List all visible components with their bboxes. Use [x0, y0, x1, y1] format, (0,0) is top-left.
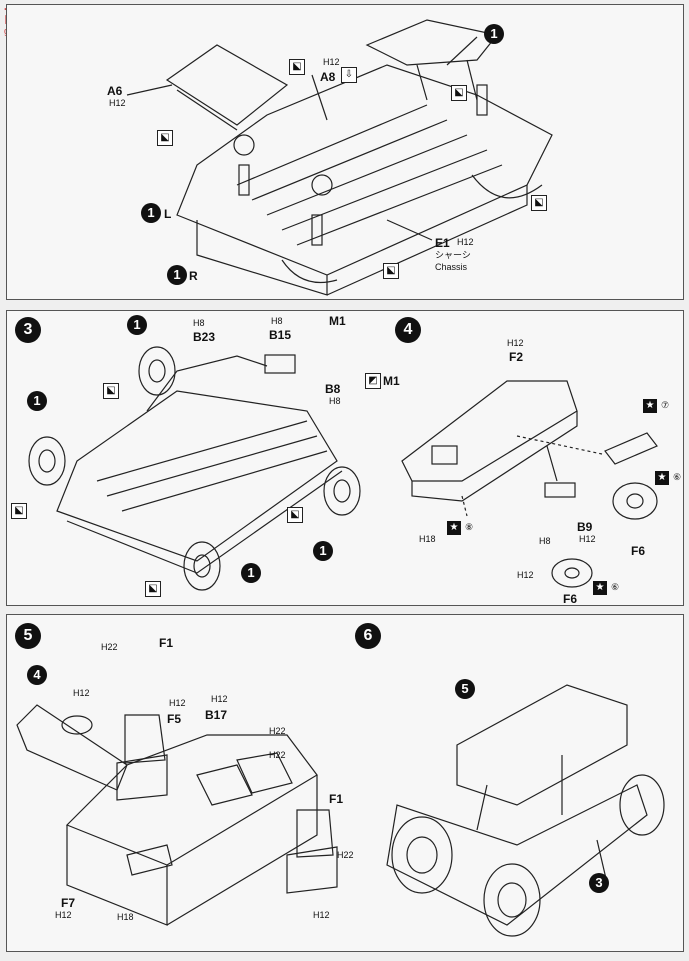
paint-code-h12: H12	[507, 338, 524, 348]
glue-icon: ⬕	[287, 507, 303, 523]
ref-marker-4: 4	[27, 665, 47, 685]
paint-code-h12: H12	[323, 57, 340, 67]
glue-icon: ⬕	[451, 85, 467, 101]
glue-icon: ⬕	[145, 581, 161, 597]
paint-code-h22: H22	[101, 642, 118, 652]
glue-icon: ⬕	[11, 503, 27, 519]
part-label-b9: B9	[577, 520, 593, 534]
paint-code-h12: H12	[211, 694, 228, 704]
step3-4-drawing	[28, 346, 658, 591]
part-label-f5: F5	[167, 712, 182, 726]
glue-icon: ⬕	[157, 130, 173, 146]
decal-number-8: ⑧	[465, 522, 474, 532]
step-marker-1: 1	[141, 203, 161, 223]
decal-number-7: ⑦	[661, 400, 670, 410]
paint-code-h12: H12	[169, 698, 186, 708]
decal-icon: ★	[593, 581, 607, 595]
paint-code-h12: H12	[313, 910, 330, 920]
wheel-ref-marker: 1	[127, 315, 147, 335]
part-label-f1: F1	[159, 636, 174, 650]
paint-code-h18: H18	[117, 912, 134, 922]
decal-icon: ★	[655, 471, 669, 485]
paint-code-h8: H8	[539, 536, 551, 546]
part-label-f2: F2	[509, 350, 524, 364]
paint-code-h12: H12	[55, 910, 72, 920]
side-left-label: L	[164, 207, 172, 221]
paint-code-h8: H8	[193, 318, 205, 328]
part-label-b8: B8	[325, 382, 341, 396]
ref-marker-5: 5	[455, 679, 475, 699]
paint-code-h22: H22	[337, 850, 354, 860]
step-marker-1: 1	[167, 265, 187, 285]
wheel-ref-marker: 1	[313, 541, 333, 561]
decal-icon: ★	[643, 399, 657, 413]
decal-icon: ★	[447, 521, 461, 535]
part-label-m1: M1	[383, 374, 400, 388]
part-label-b23: B23	[193, 330, 216, 344]
step5-6-panel: 5 4 H22 F1 H12 H12 F5 H12 B17 H22 H22 F1…	[6, 614, 684, 952]
part-label-a8: A8	[320, 70, 336, 84]
paint-code-h12: H12	[73, 688, 90, 698]
paint-code-h12: H12	[579, 534, 596, 544]
paint-code-h18: H18	[419, 534, 436, 544]
wheel-ref-marker: 1	[241, 563, 261, 583]
step-number-3: 3	[15, 317, 41, 343]
wheel-ref-marker: 1	[27, 391, 47, 411]
chassis-drawing	[126, 19, 553, 296]
step-number-4: 4	[395, 317, 421, 343]
decal-number-6: ⑥	[611, 582, 620, 592]
part-label-m1: M1	[329, 314, 346, 328]
step-marker-1: 1	[484, 24, 504, 44]
part-label-b15: B15	[269, 328, 292, 342]
part-label-f1: F1	[329, 792, 344, 806]
part-label-f6: F6	[563, 592, 578, 606]
glue-icon: ⬕	[103, 383, 119, 399]
paint-code-h8: H8	[329, 396, 341, 406]
part-label-e1: E1	[435, 236, 450, 250]
paint-code-h22: H22	[269, 726, 286, 736]
part-label-f7: F7	[61, 896, 76, 910]
paint-code-h12: H12	[109, 98, 126, 108]
step5-6-drawing	[16, 684, 665, 937]
install-direction-icon: ⇩	[341, 67, 357, 83]
paint-code-h12: H12	[457, 237, 474, 247]
chassis-label-jp: シャーシ	[435, 250, 471, 260]
glue-icon: ⬕	[383, 263, 399, 279]
part-label-b17: B17	[205, 708, 228, 722]
step-number-5: 5	[15, 623, 41, 649]
ref-marker-3: 3	[589, 873, 609, 893]
paint-swatch-icon: ◩	[365, 373, 381, 389]
paint-code-h22: H22	[269, 750, 286, 760]
paint-code-h8: H8	[271, 316, 283, 326]
paint-code-h12: H12	[517, 570, 534, 580]
part-label-f6: F6	[631, 544, 646, 558]
decal-number-6: ⑥	[673, 472, 682, 482]
step-number-6: 6	[355, 623, 381, 649]
step3-4-panel: 3 1 H8 B23 H8 B15 M1 ◩ M1 B8 H8 ⬕ ⬕ ⬕ ⬕ …	[6, 310, 684, 606]
glue-icon: ⬕	[531, 195, 547, 211]
glue-icon: ⬕	[289, 59, 305, 75]
side-right-label: R	[189, 269, 198, 283]
step1-panel: 1 A6 H12 H12 A8 ⇩ ⬕ ⬕ ⬕ ⬕ ⬕ 1 L 1 R E1 H…	[6, 4, 684, 300]
part-label-a6: A6	[107, 84, 123, 98]
chassis-label-en: Chassis	[435, 262, 468, 272]
